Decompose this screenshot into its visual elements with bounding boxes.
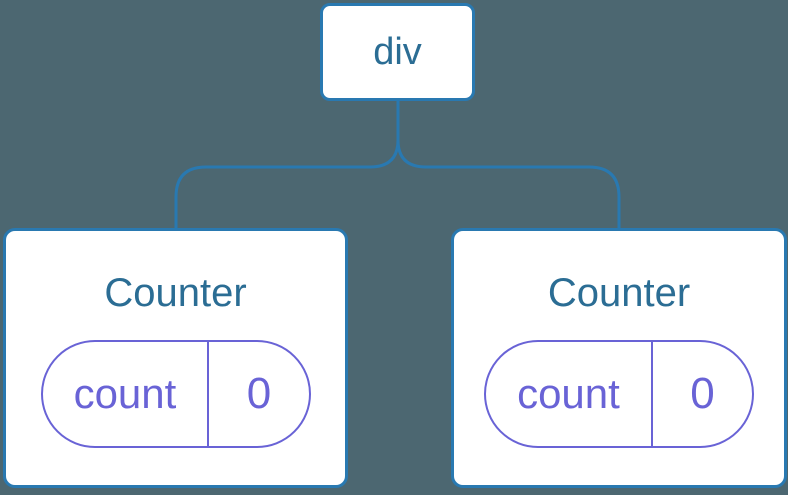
counter-node-1: Counter count 0 [3, 228, 348, 488]
state-key-label: count [73, 370, 177, 417]
counter-node-2: Counter count 0 [451, 228, 787, 488]
root-node-div: div [320, 3, 475, 101]
state-value: 0 [690, 369, 715, 418]
counter-node-2-state-pill: count 0 [484, 340, 754, 448]
connector-right-branch [396, 101, 621, 228]
counter-node-2-title: Counter [547, 271, 691, 315]
state-pill-divider [650, 342, 653, 446]
state-pill-divider [207, 342, 210, 446]
counter-node-1-title: Counter [104, 271, 247, 315]
connector-left-branch [174, 101, 400, 228]
state-value: 0 [246, 369, 272, 418]
counter-node-1-state-pill: count 0 [40, 340, 311, 448]
root-node-label: div [373, 31, 422, 73]
state-key-label: count [517, 370, 620, 417]
